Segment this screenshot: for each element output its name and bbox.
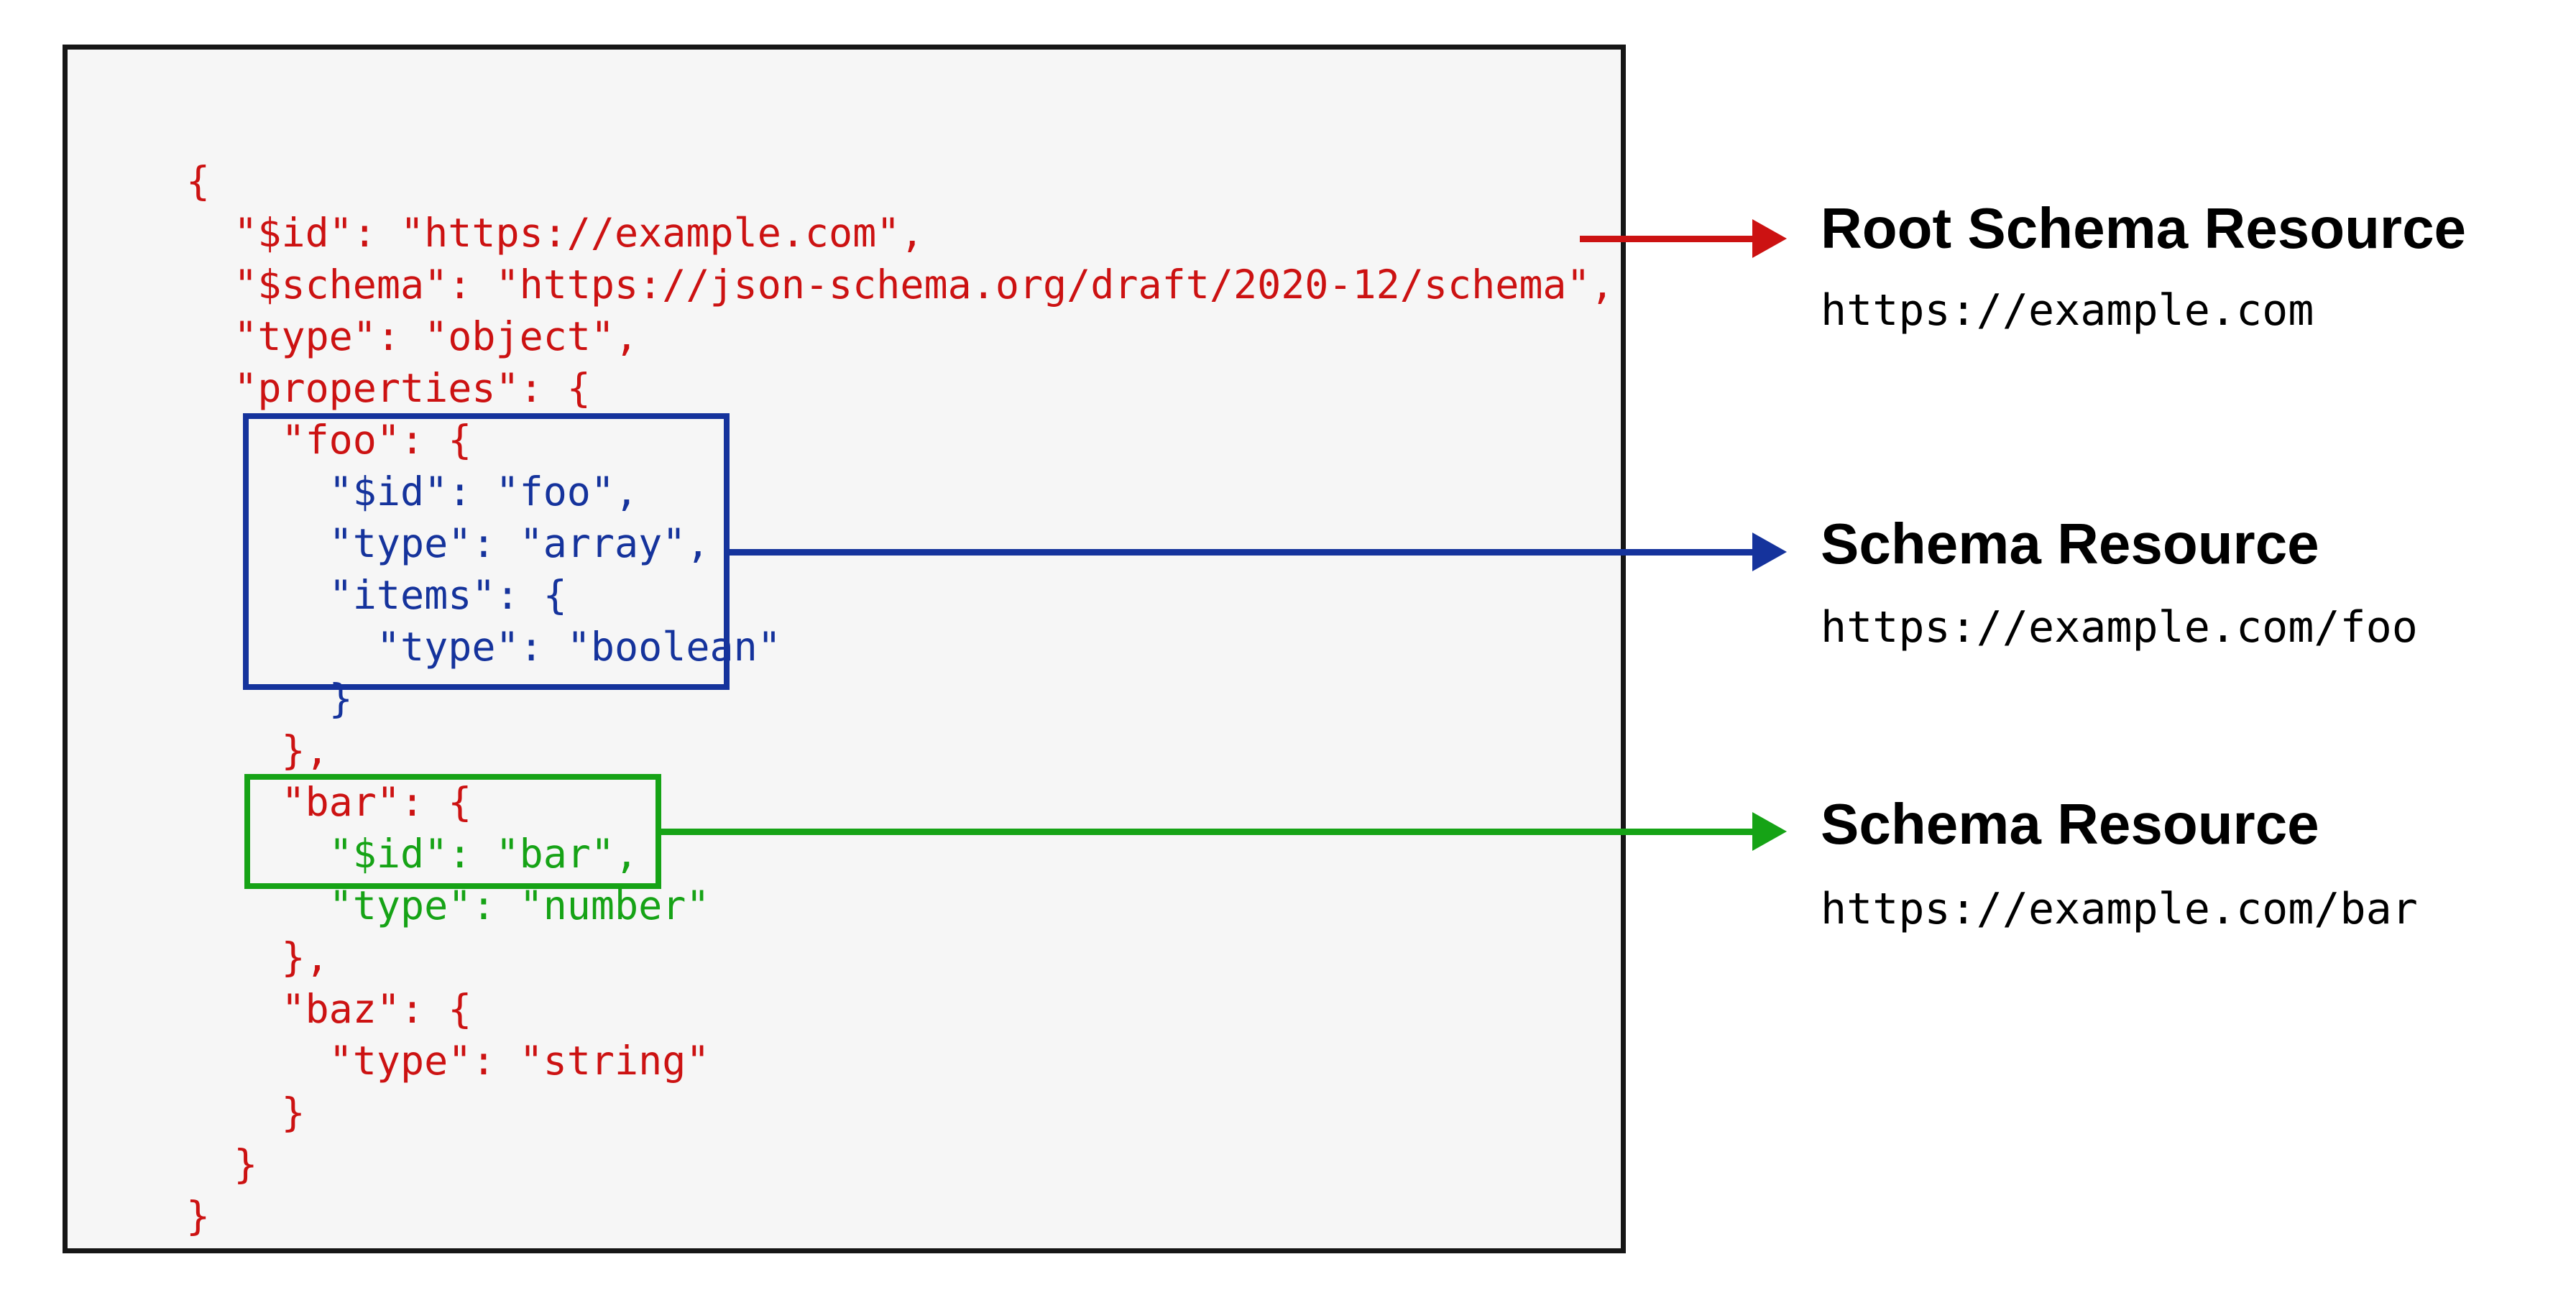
code-line: } — [186, 1193, 211, 1239]
code-line: "properties": { — [186, 365, 591, 411]
code-line: "type": "string" — [186, 1038, 710, 1084]
code-line: }, — [186, 934, 329, 980]
root-schema-resource-title: Root Schema Resource — [1821, 196, 2467, 260]
schema-code-panel: { "$id": "https://example.com", "$schema… — [63, 45, 1626, 1253]
foo-schema-resource-title: Schema Resource — [1821, 512, 2319, 576]
schema-code: { "$id": "https://example.com", "$schema… — [186, 155, 1614, 1242]
code-line: "type": "array", — [186, 520, 710, 566]
code-line: "type": "object", — [186, 313, 639, 359]
bar-schema-resource-title: Schema Resource — [1821, 792, 2319, 856]
root-schema-resource-url: https://example.com — [1821, 285, 2314, 336]
code-line: "type": "boolean" — [186, 624, 781, 670]
code-line: "baz": { — [186, 986, 472, 1032]
code-line: } — [186, 676, 353, 722]
code-line: "items": { — [186, 572, 567, 618]
code-line: "$schema": "https://json-schema.org/draf… — [186, 262, 1614, 308]
code-line: "$id": "https://example.com", — [186, 210, 924, 256]
code-line: { — [186, 158, 211, 204]
code-line: "$id": "bar", — [186, 831, 639, 877]
bar-schema-resource-box — [244, 774, 661, 889]
code-line: "type": "number" — [186, 882, 710, 928]
code-line: "bar": { — [186, 779, 472, 825]
arrow-head-icon — [1752, 812, 1787, 851]
code-line: }, — [186, 727, 329, 773]
code-line: } — [186, 1089, 305, 1135]
foo-schema-resource-url: https://example.com/foo — [1821, 602, 2418, 653]
foo-schema-resource-box — [243, 413, 730, 690]
arrow-shaft — [1580, 236, 1754, 242]
code-line: "$id": "foo", — [186, 469, 639, 515]
code-line: "foo": { — [186, 417, 472, 463]
arrow-shaft — [728, 549, 1754, 556]
bar-schema-resource-url: https://example.com/bar — [1821, 884, 2418, 934]
arrow-head-icon — [1752, 533, 1787, 571]
arrow-shaft — [656, 829, 1754, 835]
arrow-head-icon — [1752, 219, 1787, 258]
code-line: } — [186, 1141, 258, 1187]
